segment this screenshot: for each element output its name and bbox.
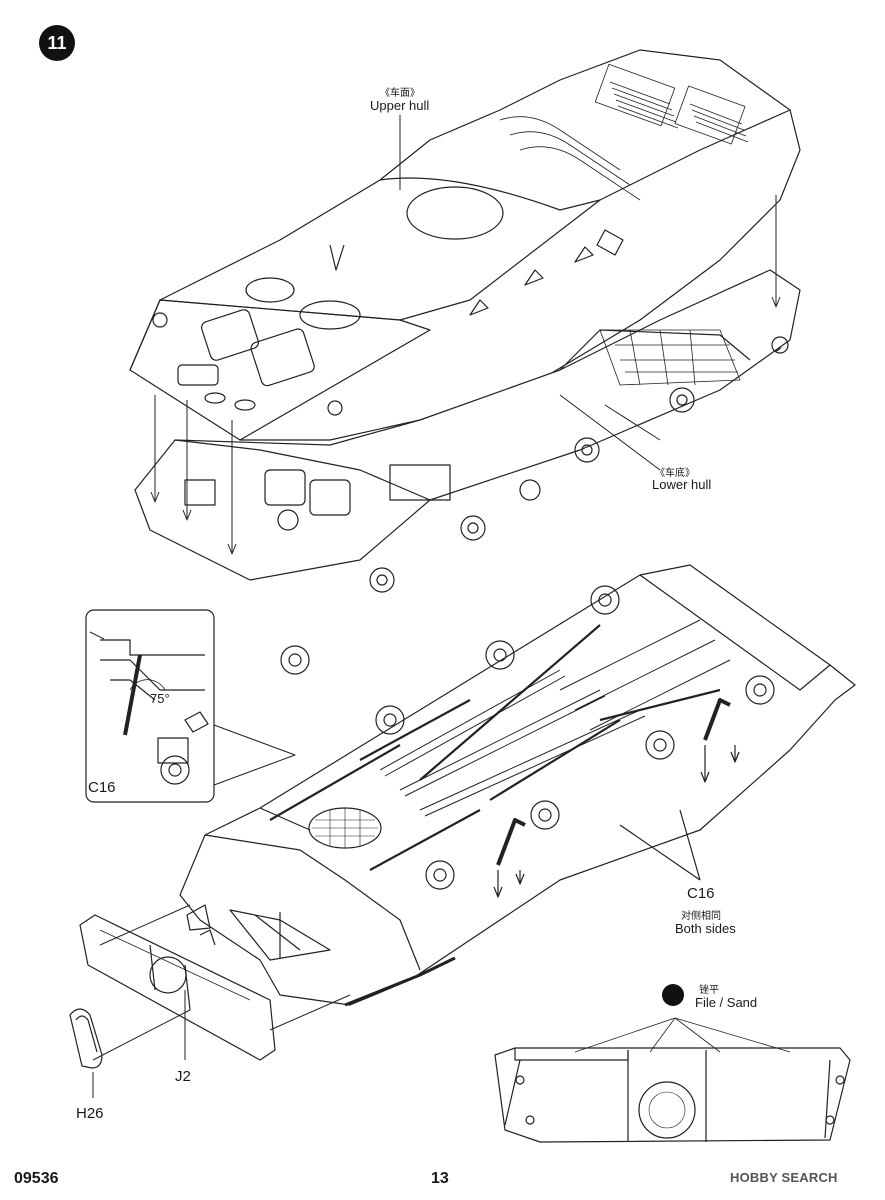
part-h26-label: H26 [76, 1105, 104, 1122]
kit-code: 09536 [14, 1170, 59, 1187]
file-sand-icon [662, 984, 684, 1006]
file-sand-detail [494, 1017, 851, 1143]
lower-hull-label-cn: 《车底》 [655, 468, 695, 479]
placement-arrows-upper [150, 195, 781, 555]
rear-panel-j2 [79, 904, 351, 1061]
file-sand-label: File / Sand [695, 995, 758, 1010]
lower-hull-drawing [134, 269, 801, 593]
angle-label: 75° [150, 691, 170, 706]
part-h26 [69, 1008, 191, 1098]
lower-hull-label: Lower hull [652, 477, 712, 492]
both-sides-label-cn: 对侧相同 [681, 911, 721, 922]
upper-hull-label-cn: 《车面》 [380, 88, 420, 99]
step-number-badge: 11 [39, 25, 75, 61]
part-j2-label: J2 [175, 1068, 191, 1085]
suspension-hubs [280, 585, 775, 890]
part-c16-label: C16 [687, 885, 715, 902]
upper-hull-drawing [129, 49, 801, 441]
detail-inset [85, 609, 296, 803]
upper-hull-label: Upper hull [370, 98, 430, 113]
hull-underside-drawing [179, 564, 856, 1007]
part-c16-detail-label: C16 [88, 779, 116, 796]
both-sides-label: Both sides [675, 921, 736, 936]
watermark-logo: HOBBY SEARCH [730, 1170, 838, 1185]
file-sand-label-cn: 锉平 [699, 985, 719, 996]
page-number: 13 [431, 1170, 449, 1187]
